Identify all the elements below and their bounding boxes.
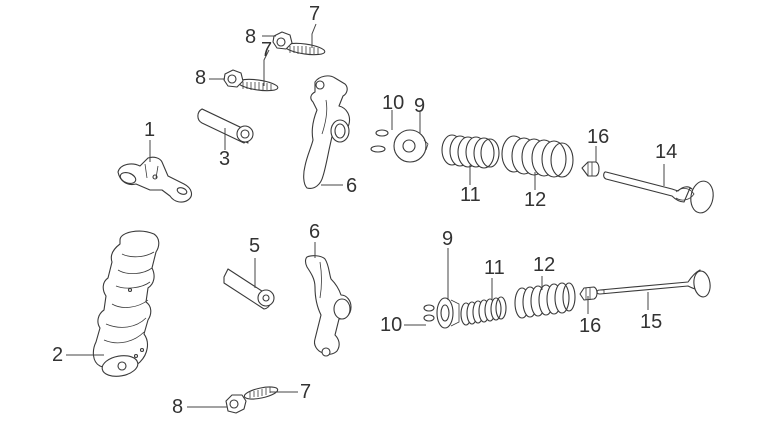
callout-7-middle: 7 <box>261 39 273 61</box>
lock-nut-middle-icon <box>223 69 244 88</box>
adjusting-screw-middle-icon <box>237 78 279 92</box>
callout-16-lower: 16 <box>579 315 602 337</box>
rocker-arm-shaft-lower-icon <box>223 268 275 310</box>
spring-retainer-lower-icon <box>436 297 460 329</box>
valve-cotter-upper-icon <box>370 129 389 153</box>
callout-15: 15 <box>640 311 663 333</box>
inner-valve-spring-lower-icon <box>460 296 507 326</box>
callout-8-upper: 8 <box>245 26 257 48</box>
callout-7-upper: 7 <box>309 3 321 25</box>
callout-11-upper: 11 <box>460 184 481 206</box>
callout-1: 1 <box>144 119 156 141</box>
valve-cotter-lower-icon <box>423 304 435 322</box>
valve-stem-seal-lower-icon <box>579 286 598 301</box>
callout-11-lower: 11 <box>484 257 505 279</box>
valve-stem-seal-upper-icon <box>581 161 600 177</box>
callout-6-upper: 6 <box>346 175 358 197</box>
camshaft-holder-icon <box>117 156 193 203</box>
lock-nut-upper-icon <box>272 31 293 50</box>
callout-12-lower: 12 <box>533 254 556 276</box>
callout-14: 14 <box>655 141 678 163</box>
callout-16-upper: 16 <box>587 126 610 148</box>
rocker-arm-lower-icon <box>304 255 352 357</box>
camshaft-icon <box>92 230 160 377</box>
callout-9-upper: 9 <box>414 95 426 117</box>
adjusting-screw-upper-icon <box>284 42 326 56</box>
callout-10-lower: 10 <box>380 314 403 336</box>
callout-3: 3 <box>219 148 231 170</box>
outer-valve-spring-upper-icon <box>501 135 574 178</box>
rocker-arm-shaft-upper-icon <box>197 108 254 144</box>
callout-8-lower: 8 <box>172 396 184 418</box>
rocker-arm-upper-icon <box>303 75 351 189</box>
intake-valve-icon <box>603 171 714 214</box>
lock-nut-lower-icon <box>225 394 247 414</box>
callout-6-lower: 6 <box>309 221 321 243</box>
callout-12-upper: 12 <box>524 189 547 211</box>
spring-retainer-upper-icon <box>393 129 429 163</box>
inner-valve-spring-upper-icon <box>441 134 500 169</box>
callout-10-upper: 10 <box>382 92 405 114</box>
callout-9-lower: 9 <box>442 228 454 250</box>
exhaust-valve-icon <box>596 269 711 298</box>
callout-2: 2 <box>52 344 64 366</box>
adjusting-screw-lower-icon <box>243 386 279 400</box>
callout-8-middle: 8 <box>195 67 207 89</box>
callout-5: 5 <box>249 235 261 257</box>
callout-7-lower: 7 <box>300 381 312 403</box>
leader-lines <box>66 23 665 408</box>
outer-valve-spring-lower-icon <box>514 282 576 319</box>
